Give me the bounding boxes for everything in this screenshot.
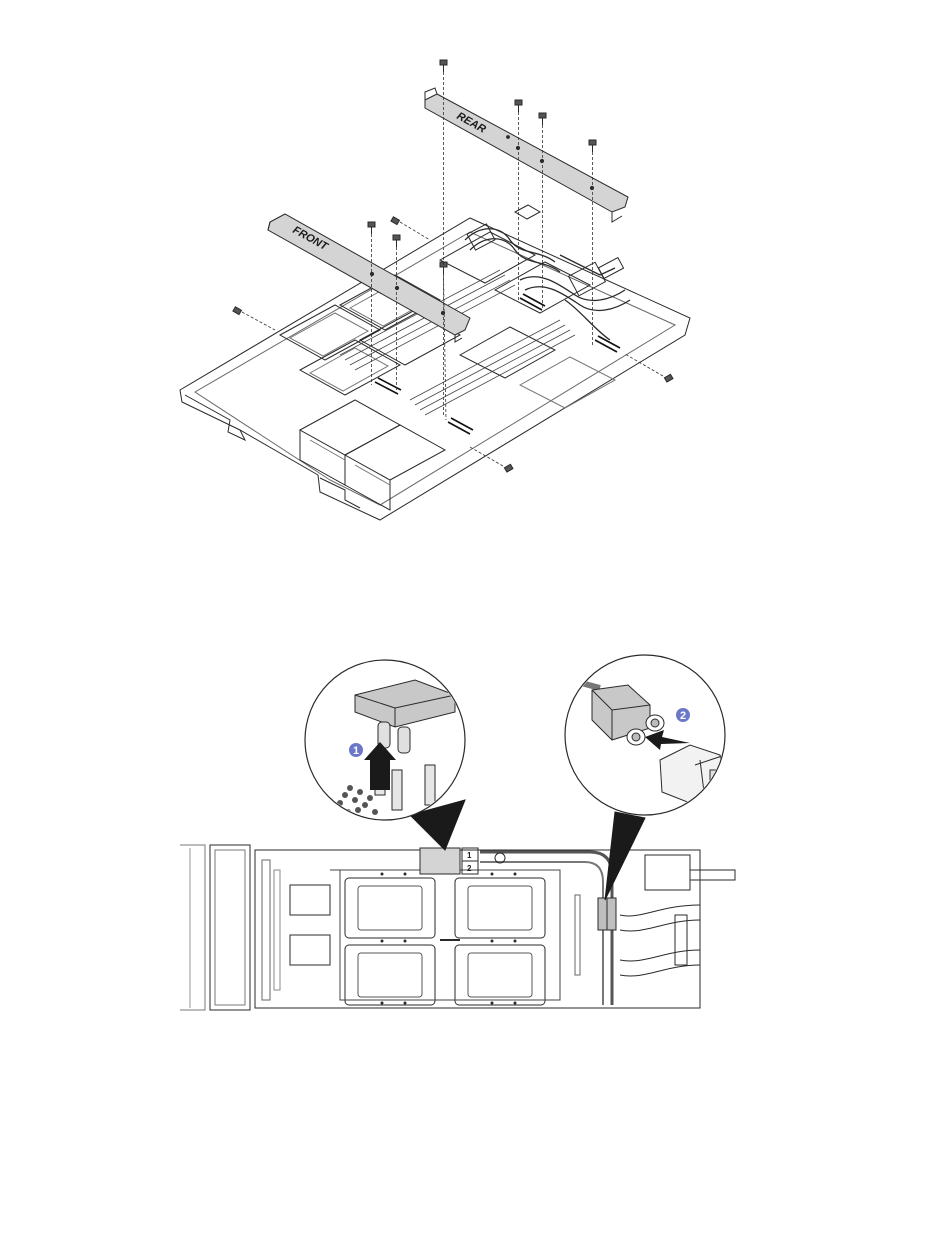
screw-icon	[504, 464, 513, 472]
node-tray-outline	[180, 218, 690, 520]
screw-icon	[515, 100, 522, 112]
port-number-1: 1	[467, 851, 472, 860]
water-loop-tubes	[465, 229, 630, 340]
cold-plate	[345, 945, 435, 1005]
callout-number-1: 1	[353, 745, 359, 757]
cold-plate	[345, 878, 435, 938]
cable-plug	[598, 898, 616, 930]
magnifier-2-pointer	[605, 812, 645, 900]
screw-icon	[589, 140, 596, 152]
magnifier-1: 1	[305, 660, 465, 820]
screw-icon	[233, 307, 242, 315]
port-number-2: 2	[467, 864, 472, 873]
hose-connectors	[467, 205, 623, 296]
rear-bracket: REAR	[425, 88, 628, 222]
front-bracket: FRONT	[268, 214, 470, 342]
cold-plates-left	[280, 275, 460, 395]
cold-plate	[455, 878, 545, 938]
screw-icon	[539, 113, 546, 125]
screw-icon	[664, 374, 673, 382]
screw-icon	[393, 235, 400, 247]
bottom-figure-top-view: 1 2	[180, 655, 735, 1010]
top-figure-exploded-view: FRONT REAR	[180, 60, 690, 520]
callout-number-2: 2	[680, 710, 686, 722]
magnifier-2: 2	[565, 655, 725, 815]
screw-icon	[391, 217, 400, 225]
screw-icon	[368, 222, 375, 234]
cold-plate	[455, 945, 545, 1005]
screw-icon	[440, 60, 447, 72]
